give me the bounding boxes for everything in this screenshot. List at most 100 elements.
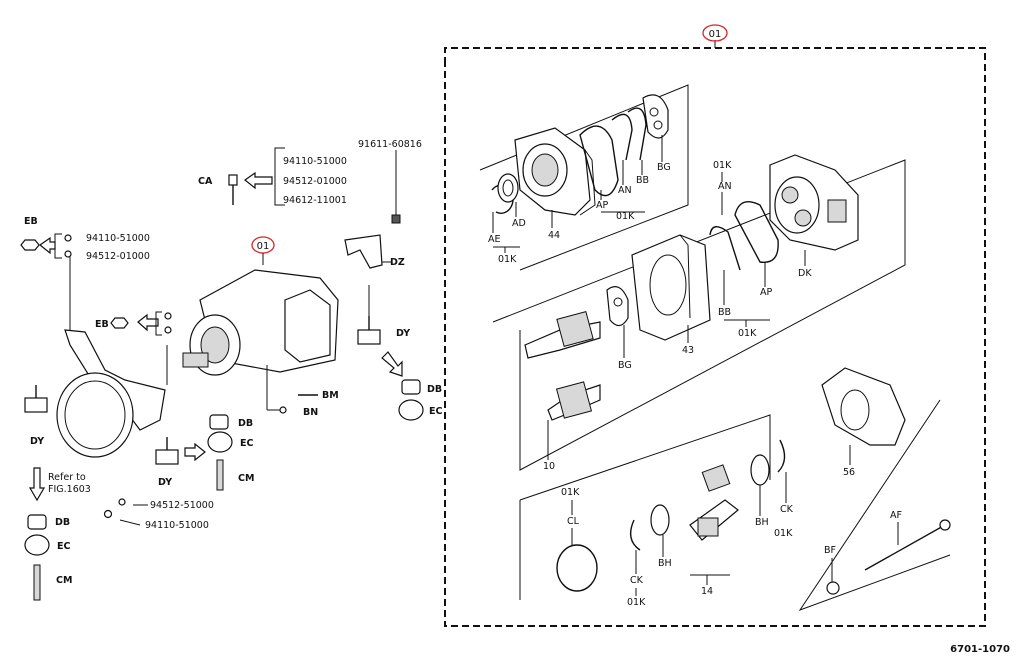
driven-gear-shaft xyxy=(547,381,601,421)
code-ck-1: CK xyxy=(630,575,644,586)
spacer-ec-mid xyxy=(207,431,233,453)
part-44-front-cover xyxy=(514,127,596,216)
backup-bb-1 xyxy=(627,107,647,161)
code-bg-2: BG xyxy=(618,360,632,371)
drive-gear-shaft xyxy=(524,310,601,359)
pump-assembly xyxy=(182,269,339,376)
figure-id: 6701-1070 xyxy=(950,644,1010,655)
bracket-dz xyxy=(344,234,392,269)
seal-bh-2 xyxy=(750,454,770,486)
code-01k-b: 01K xyxy=(498,254,517,265)
code-ap-1: AP xyxy=(596,200,608,211)
snap-ring-ck-1 xyxy=(629,519,641,551)
code-ck-2: CK xyxy=(780,504,794,515)
code-dy-bottom: DY xyxy=(158,477,172,488)
spacer-ec-right xyxy=(398,399,424,421)
code-14: 14 xyxy=(701,586,713,597)
code-bn: BN xyxy=(303,407,318,418)
part-14-shaft xyxy=(689,464,739,541)
part-number-94612: 94612-11001 xyxy=(283,195,347,206)
code-44: 44 xyxy=(548,230,560,241)
o-ring-cl xyxy=(556,544,598,592)
code-cm-mid: CM xyxy=(238,473,254,484)
assembly-callout-top[interactable]: 01 xyxy=(702,24,728,42)
code-ae: AE xyxy=(488,234,501,245)
part-56-cover xyxy=(821,367,906,446)
assembly-callout-left[interactable]: 01 xyxy=(251,236,275,265)
code-01k-c: 01K xyxy=(713,160,732,171)
eb-bracket xyxy=(38,233,72,259)
seal-bh-1 xyxy=(650,504,670,536)
code-ec-left: EC xyxy=(57,541,70,552)
nut-eb-top xyxy=(20,239,40,251)
code-cm-left: CM xyxy=(56,575,72,586)
backup-bb-2 xyxy=(709,226,741,271)
seal-ad xyxy=(497,173,519,203)
code-bm: BM xyxy=(322,390,339,401)
part-43-gear-housing xyxy=(631,234,711,341)
code-ec-right: EC xyxy=(429,406,442,417)
code-eb-top: EB xyxy=(24,216,38,227)
bushing-db-mid xyxy=(209,414,229,430)
code-ap-2: AP xyxy=(760,287,772,298)
seal-an-1 xyxy=(611,113,633,161)
washer-bn xyxy=(279,406,287,414)
mount-dy-left xyxy=(24,385,48,413)
arrow-db-ec xyxy=(184,442,206,462)
part-dk-rear-body xyxy=(769,154,859,251)
part-number-91611: 91611-60816 xyxy=(358,139,422,150)
code-bf: BF xyxy=(824,545,836,556)
ca-part-bracket xyxy=(274,147,285,206)
code-cl: CL xyxy=(567,516,580,527)
arrow-down-right xyxy=(381,351,403,377)
part-number-94512-c: 94512-51000 xyxy=(150,500,214,511)
plate-bg-2 xyxy=(606,286,629,327)
code-bh-1: BH xyxy=(658,558,672,569)
code-dy-motor: DY xyxy=(396,328,410,339)
code-bb-1: BB xyxy=(636,175,649,186)
nut-eb-mid xyxy=(110,317,129,329)
code-ca: CA xyxy=(198,176,213,187)
subframe-bolt xyxy=(798,399,951,611)
callout-label: 01 xyxy=(257,241,270,252)
code-10: 10 xyxy=(543,461,555,472)
code-ad: AD xyxy=(512,218,526,229)
bolt-ca xyxy=(228,174,238,205)
part-number-94110-b: 94110-51000 xyxy=(86,233,150,244)
code-01k-f: 01K xyxy=(627,597,646,608)
subframe-middle xyxy=(492,159,906,471)
code-db-right: DB xyxy=(427,384,442,395)
bushing-db-left xyxy=(27,514,47,530)
callout-label: 01 xyxy=(709,29,722,40)
code-bg-1: BG xyxy=(657,162,671,173)
code-af: AF xyxy=(890,510,902,521)
snap-ring-ck-2 xyxy=(777,439,786,473)
leader-lines xyxy=(492,135,899,596)
part-number-94110-c: 94110-51000 xyxy=(145,520,209,531)
arrow-eb-mid xyxy=(137,313,159,332)
arrow-ca xyxy=(243,171,273,190)
arrow-refer xyxy=(28,467,46,502)
engine-mount-bracket xyxy=(56,329,166,458)
code-56: 56 xyxy=(843,467,855,478)
code-dk: DK xyxy=(798,268,812,279)
part-number-94512-b: 94512-01000 xyxy=(86,251,150,262)
refer-note-line1: Refer to xyxy=(48,472,86,483)
code-43: 43 xyxy=(682,345,694,356)
code-01k-a: 01K xyxy=(616,211,635,222)
subframe-top xyxy=(479,84,689,271)
code-bh-2: BH xyxy=(755,517,769,528)
mount-dy-motor xyxy=(357,316,381,345)
code-dy-left: DY xyxy=(30,436,44,447)
plate-bg-1 xyxy=(642,94,669,139)
code-01k-g: 01K xyxy=(774,528,793,539)
code-dz: DZ xyxy=(390,257,405,268)
code-eb-mid: EB xyxy=(95,319,109,330)
part-number-94512-a: 94512-01000 xyxy=(283,176,347,187)
washer-94512-c xyxy=(118,498,126,506)
part-number-94110-a: 94110-51000 xyxy=(283,156,347,167)
spacer-ec-left xyxy=(24,534,50,556)
washer-bf xyxy=(826,581,840,595)
code-bb-2: BB xyxy=(718,307,731,318)
